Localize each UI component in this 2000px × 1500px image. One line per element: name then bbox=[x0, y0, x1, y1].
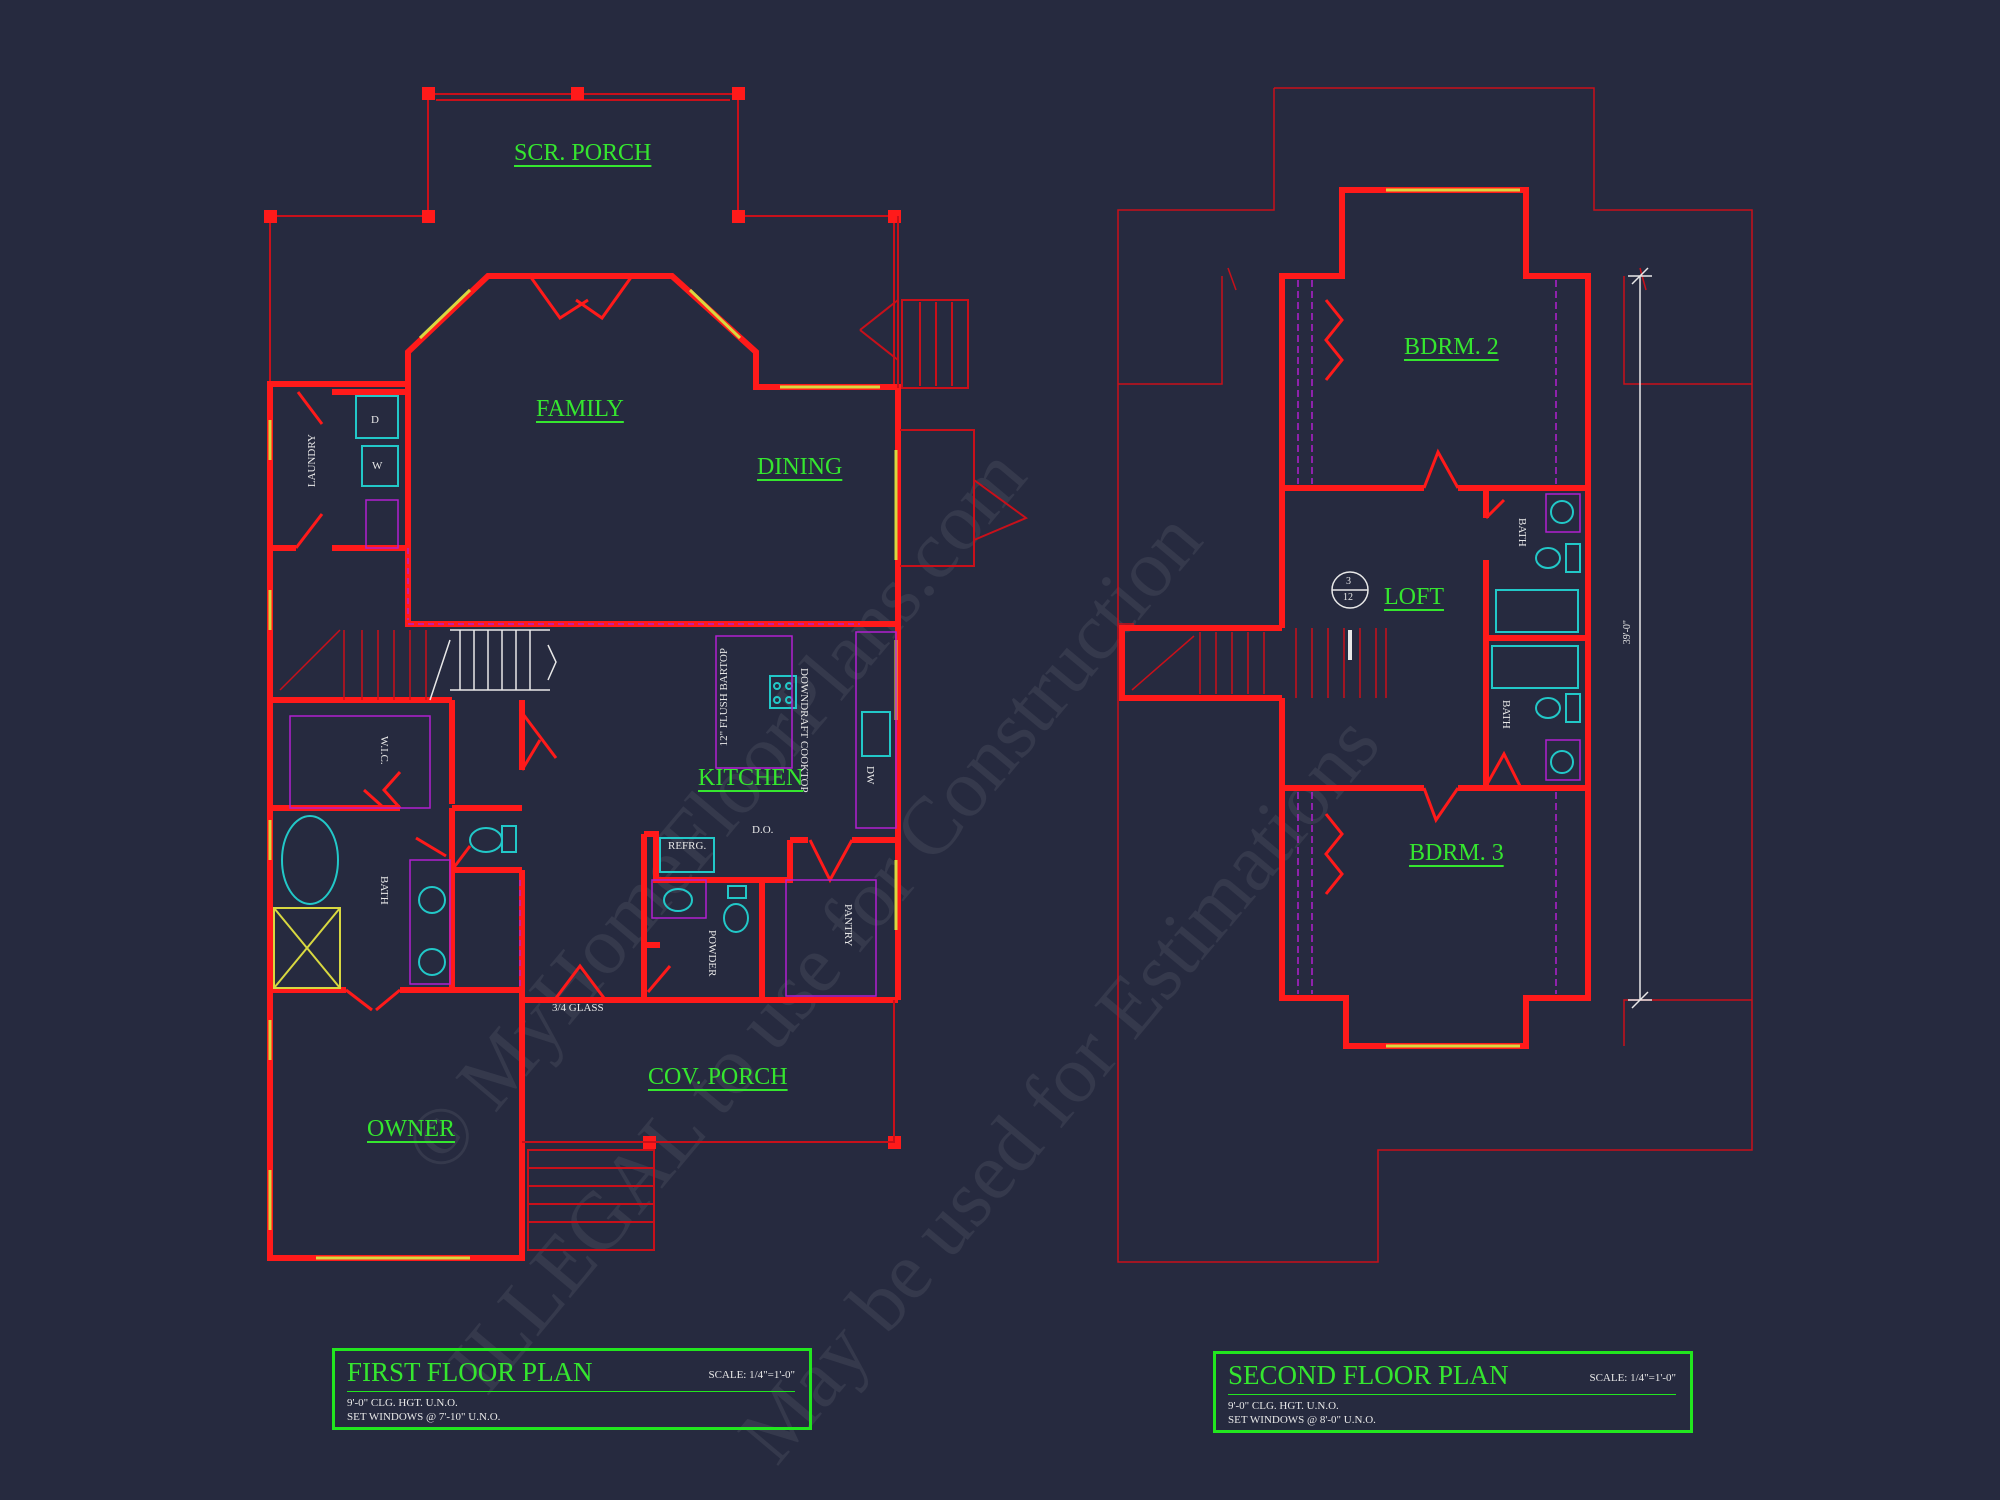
note-wic: W.I.C. bbox=[378, 736, 390, 765]
note-pantry: PANTRY bbox=[842, 904, 854, 947]
second-floor-windows bbox=[1386, 188, 1520, 1048]
room-label-cov-porch: COV. PORCH bbox=[648, 1064, 788, 1090]
first-floor-title-rule bbox=[347, 1391, 795, 1392]
first-floor-title: FIRST FLOOR PLAN bbox=[347, 1357, 593, 1387]
note-bartop: 12" FLUSH BARTOP bbox=[718, 648, 730, 747]
section-marker bbox=[1331, 571, 1369, 609]
dashed-lines bbox=[407, 548, 860, 990]
second-floor-door-swings bbox=[1324, 299, 1522, 895]
first-floor-stairs-lower bbox=[279, 629, 427, 700]
first-floor-ceiling-note: 9'-0" CLG. HGT. U.N.O. bbox=[347, 1397, 458, 1409]
room-label-kitchen: KITCHEN bbox=[698, 765, 804, 791]
note-dryer: D bbox=[371, 414, 379, 426]
note-dw: DW bbox=[864, 766, 876, 785]
second-floor-title-rule bbox=[1228, 1394, 1676, 1395]
shower bbox=[273, 907, 341, 989]
room-label-bdrm2: BDRM. 2 bbox=[1404, 334, 1499, 360]
fixtures bbox=[281, 395, 891, 976]
exterior-steps bbox=[522, 216, 1029, 1251]
room-label-owner: OWNER bbox=[367, 1116, 455, 1142]
note-bath: BATH bbox=[378, 876, 390, 905]
second-floor-magenta bbox=[1545, 493, 1581, 781]
second-floor-fixtures bbox=[1491, 500, 1581, 774]
second-floor-plan bbox=[1117, 87, 1753, 1263]
note-do: D.O. bbox=[752, 824, 774, 836]
room-label-scr-porch: SCR. PORCH bbox=[514, 140, 652, 166]
note-powder: POWDER bbox=[706, 930, 718, 977]
note-bath-upper: BATH bbox=[1516, 518, 1528, 547]
roof-outline bbox=[1117, 87, 1753, 1263]
second-floor-scale: SCALE: 1/4"=1'-0" bbox=[1589, 1372, 1676, 1384]
second-floor-window-note: SET WINDOWS @ 8'-0" U.N.O. bbox=[1228, 1414, 1376, 1426]
first-floor-scale: SCALE: 1/4"=1'-0" bbox=[708, 1369, 795, 1381]
room-label-bdrm3: BDRM. 3 bbox=[1409, 840, 1504, 866]
second-floor-walls bbox=[1119, 187, 1591, 1049]
door-swings bbox=[294, 275, 854, 1012]
second-floor-ceiling-note: 9'-0" CLG. HGT. U.N.O. bbox=[1228, 1400, 1339, 1412]
second-floor-dashed bbox=[1297, 280, 1557, 994]
second-floor-title: SECOND FLOOR PLAN bbox=[1228, 1360, 1509, 1390]
note-washer: W bbox=[372, 460, 383, 472]
magenta-fixtures bbox=[289, 499, 897, 997]
second-floor-title-block: SECOND FLOOR PLAN SCALE: 1/4"=1'-0" 9'-0… bbox=[1213, 1351, 1693, 1433]
dimension-label: 39'-0" bbox=[1622, 620, 1633, 645]
first-floor-plan bbox=[264, 87, 1029, 1261]
note-laundry: LAUNDRY bbox=[306, 434, 318, 488]
room-label-family: FAMILY bbox=[536, 396, 624, 422]
section-marker-top: 3 bbox=[1346, 576, 1351, 587]
first-floor-window-note: SET WINDOWS @ 7'-10" U.N.O. bbox=[347, 1411, 501, 1423]
note-glass: 3/4 GLASS bbox=[552, 1002, 604, 1014]
note-refrg: REFRG. bbox=[668, 840, 707, 852]
screened-porch-outline bbox=[269, 93, 895, 384]
dimension-line bbox=[1628, 267, 1652, 1009]
section-marker-bottom: 12 bbox=[1343, 592, 1353, 603]
first-floor-title-block: FIRST FLOOR PLAN SCALE: 1/4"=1'-0" 9'-0"… bbox=[332, 1348, 812, 1430]
room-label-loft: LOFT bbox=[1384, 584, 1444, 610]
porch-posts bbox=[264, 87, 901, 1149]
first-floor-stairs bbox=[429, 629, 557, 701]
note-bath-lower: BATH bbox=[1500, 700, 1512, 729]
second-floor-stairs bbox=[1131, 628, 1387, 698]
note-cooktop: DOWNDRAFT COOKTOP bbox=[798, 668, 810, 793]
room-label-dining: DINING bbox=[757, 454, 843, 480]
